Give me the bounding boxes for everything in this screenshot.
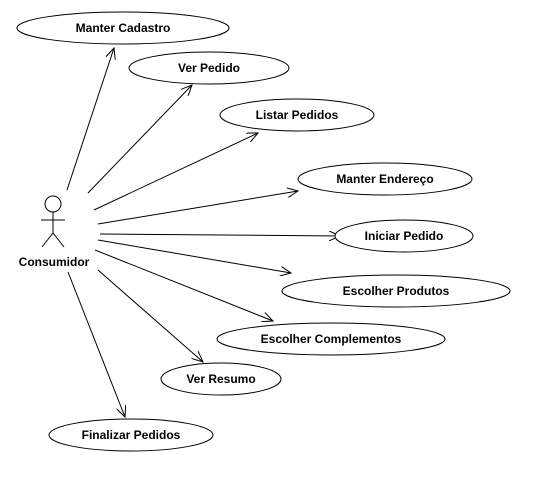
use-case-label: Manter Endereço: [336, 172, 433, 186]
use-case-label: Iniciar Pedido: [365, 229, 444, 243]
association-escolher-complementos: [94, 249, 273, 321]
association-finalizar-pedidos: [67, 271, 125, 417]
actor-consumidor: [41, 195, 65, 248]
use-case-label: Escolher Produtos: [343, 284, 450, 298]
use-case-label: Ver Pedido: [178, 61, 240, 75]
use-case-iniciar-pedido[interactable]: Iniciar Pedido: [334, 219, 474, 253]
use-case-ver-resumo[interactable]: Ver Resumo: [160, 362, 282, 396]
associations: [66, 48, 340, 417]
actor-label: Consumidor: [19, 255, 90, 269]
use-case-finalizar-pedidos[interactable]: Finalizar Pedidos: [48, 418, 214, 452]
use-case-escolher-complementos[interactable]: Escolher Complementos: [216, 322, 446, 356]
association-escolher-produtos: [97, 239, 291, 273]
actor-head: [44, 195, 62, 213]
association-ver-pedido: [87, 85, 192, 194]
association-manter-cadastro: [66, 48, 114, 191]
use-case-label: Escolher Complementos: [261, 332, 402, 346]
association-ver-resumo: [97, 269, 203, 362]
use-case-label: Manter Cadastro: [76, 21, 171, 35]
use-case-escolher-produtos[interactable]: Escolher Produtos: [281, 274, 511, 308]
use-case-label: Listar Pedidos: [256, 108, 339, 122]
actor-right-leg: [52, 232, 65, 248]
use-case-manter-cadastro[interactable]: Manter Cadastro: [16, 11, 230, 45]
use-case-manter-endereco[interactable]: Manter Endereço: [297, 162, 473, 196]
use-case-label: Finalizar Pedidos: [82, 428, 181, 442]
association-manter-endereco: [97, 191, 298, 225]
actor-left-leg: [41, 232, 54, 248]
use-case-ver-pedido[interactable]: Ver Pedido: [128, 51, 290, 85]
association-iniciar-pedido: [99, 234, 340, 236]
use-case-label: Ver Resumo: [186, 372, 255, 386]
use-case-listar-pedidos[interactable]: Listar Pedidos: [219, 98, 375, 132]
association-listar-pedidos: [93, 133, 258, 211]
